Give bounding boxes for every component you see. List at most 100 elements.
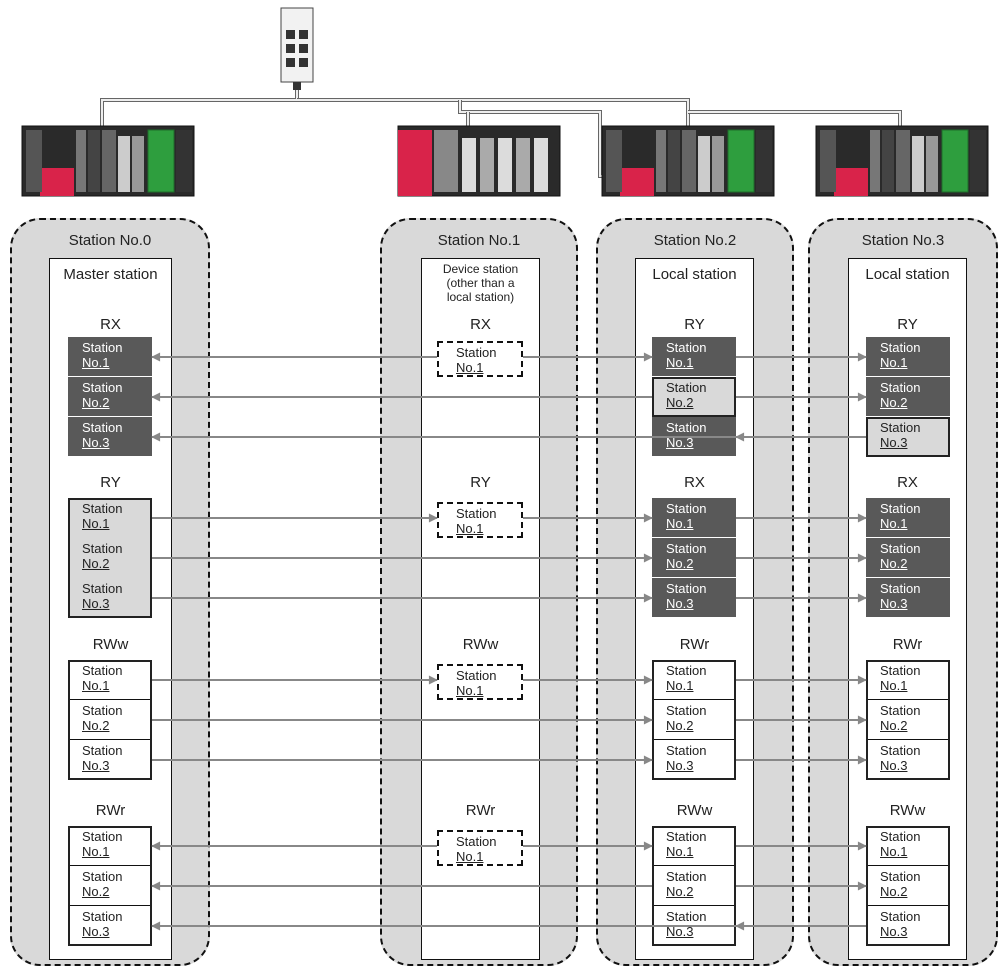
cell-line1: Station xyxy=(880,829,921,844)
plc-station-0-slot xyxy=(102,130,116,192)
cell-line2: No.2 xyxy=(666,556,694,571)
plc-station-3-module xyxy=(941,129,969,193)
cell-line1: Station xyxy=(82,501,123,516)
cell-line1: Station xyxy=(666,581,707,596)
cell-line1: Station xyxy=(666,663,707,678)
station-3-role: Local station xyxy=(865,266,950,283)
switch-port xyxy=(286,44,295,53)
device-label-st1-rx: RX xyxy=(470,316,491,333)
cell-line2: No.2 xyxy=(880,395,908,410)
device-label-st0-rww: RWw xyxy=(92,636,129,653)
plc-station-3-slot xyxy=(870,130,880,192)
switch-port xyxy=(286,30,295,39)
plc-station-3-io xyxy=(912,136,924,192)
station-0-title: Station No.0 xyxy=(68,232,152,249)
switch-port xyxy=(286,58,295,67)
cell-line1: Station xyxy=(456,506,497,521)
cell-line1: Station xyxy=(666,380,707,395)
cell-line2: No.1 xyxy=(666,844,694,859)
plc-station-2-slot xyxy=(606,130,622,192)
cell-line2: No.1 xyxy=(666,355,694,370)
cell-line1: Station xyxy=(82,420,123,435)
cell-line1: Station xyxy=(880,380,921,395)
cell-line2: No.3 xyxy=(666,924,694,939)
cell-line2: No.2 xyxy=(880,556,908,571)
station-2-title: Station No.2 xyxy=(653,232,737,249)
cell-line1: Station xyxy=(666,541,707,556)
cell-line2: No.2 xyxy=(82,556,110,571)
switch-port xyxy=(299,30,308,39)
plc-station-2-io xyxy=(698,136,710,192)
plc-station-1-io xyxy=(534,138,548,192)
cell-line2: No.3 xyxy=(880,435,908,450)
cell-line2: No.3 xyxy=(82,435,110,450)
cell-line2: No.2 xyxy=(666,718,694,733)
cell-line1: Station xyxy=(880,869,921,884)
cell-line2: No.1 xyxy=(82,844,110,859)
cell-line1: Station xyxy=(666,909,707,924)
cell-line1: Station xyxy=(880,663,921,678)
station-3-title: Station No.3 xyxy=(861,232,945,249)
cell-line2: No.2 xyxy=(880,718,908,733)
cell-line2: No.3 xyxy=(666,596,694,611)
switch-port xyxy=(299,44,308,53)
device-label-st0-ry: RY xyxy=(100,474,121,491)
plc-station-2-slot xyxy=(668,130,680,192)
cell-line2: No.1 xyxy=(456,683,484,698)
plc-station-0-io xyxy=(118,136,130,192)
plc-station-0-io xyxy=(132,136,144,192)
cell-line2: No.2 xyxy=(82,395,110,410)
cable-to-station-0 xyxy=(101,88,298,126)
cell-line1: Station xyxy=(82,340,123,355)
cell-line2: No.1 xyxy=(456,521,484,536)
cell-line1: Station xyxy=(666,743,707,758)
plc-station-2-end xyxy=(756,130,772,192)
cell-line2: No.1 xyxy=(456,360,484,375)
plc-station-3-slot xyxy=(896,130,910,192)
cable-main xyxy=(297,99,689,126)
cell-line2: No.3 xyxy=(666,758,694,773)
cell-line1: Station xyxy=(82,663,123,678)
cell-line1: Station xyxy=(82,703,123,718)
cell-line1: Station xyxy=(82,909,123,924)
cell-line2: No.2 xyxy=(666,884,694,899)
device-label-st2-ry: RY xyxy=(684,316,705,333)
cell-line2: No.1 xyxy=(82,516,110,531)
device-label-st2-rwr: RWr xyxy=(679,636,710,653)
plc-station-0-slot xyxy=(76,130,86,192)
cell-line1: Station xyxy=(456,345,497,360)
switch-hub xyxy=(280,7,314,83)
cell-line1: Station xyxy=(666,703,707,718)
plc-station-1-power xyxy=(398,130,432,196)
plc-station-2-module xyxy=(727,129,755,193)
cell-line1: Station xyxy=(82,743,123,758)
cell-line2: No.3 xyxy=(82,924,110,939)
cell-line2: No.1 xyxy=(666,516,694,531)
cell-line1: Station xyxy=(880,541,921,556)
device-label-st0-rx: RX xyxy=(100,316,121,333)
cable-to-station-3 xyxy=(688,111,901,126)
cell-line2: No.1 xyxy=(880,355,908,370)
device-label-st0-rwr: RWr xyxy=(95,802,126,819)
device-label-st3-ry: RY xyxy=(897,316,918,333)
